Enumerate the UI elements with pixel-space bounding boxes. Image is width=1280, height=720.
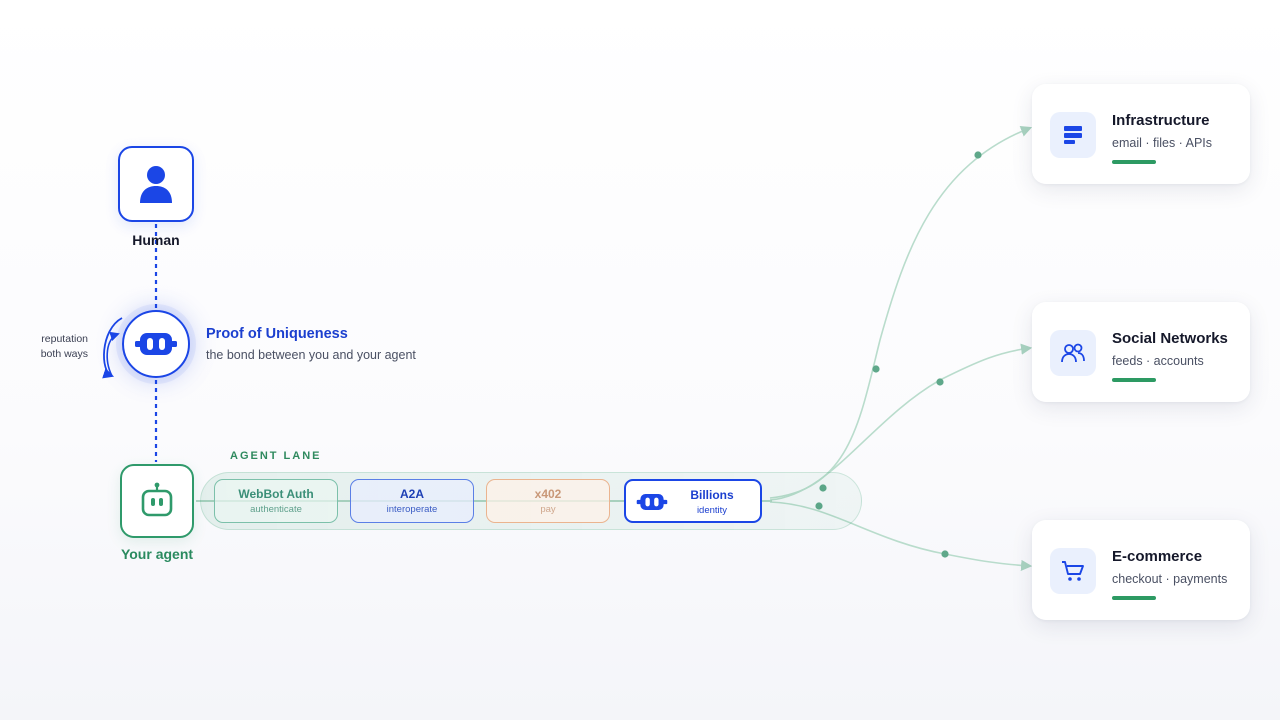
- reputation-loop: [102, 317, 123, 379]
- destination-card-infrastructure[interactable]: Infrastructure email · files · APIs: [1032, 84, 1250, 184]
- flow-dot: [815, 502, 823, 510]
- destination-status-bar: [1112, 596, 1156, 600]
- proof-title: Proof of Uniqueness: [206, 326, 348, 342]
- destination-title: Infrastructure: [1112, 112, 1210, 129]
- destination-subtitle: email · files · APIs: [1112, 136, 1213, 150]
- destination-status-bar: [1112, 378, 1156, 382]
- robot-icon: [141, 482, 173, 517]
- lane-step-label: Billions: [690, 488, 734, 502]
- destination-subtitle: feeds · accounts: [1112, 354, 1204, 368]
- branch-ecommerce: [769, 501, 1033, 571]
- proof-of-uniqueness-node: [122, 310, 190, 378]
- agent-label: Your agent: [120, 546, 194, 562]
- flow-dot: [941, 550, 949, 558]
- lane-step-sub: authenticate: [250, 504, 302, 515]
- lane-step-webbot-auth[interactable]: WebBot Auth authenticate: [214, 479, 338, 523]
- person-icon: [140, 166, 172, 203]
- lane-step-a2a[interactable]: A2A interoperate: [350, 479, 474, 523]
- reputation-line-1: reputation: [41, 333, 88, 345]
- destination-status-bar: [1112, 160, 1156, 164]
- lane-step-sub: identity: [696, 505, 728, 516]
- human-node: [118, 146, 194, 222]
- lane-step-label: WebBot Auth: [238, 487, 314, 501]
- flow-dot: [819, 484, 827, 492]
- lane-step-sub: pay: [540, 504, 556, 515]
- agent-node: [120, 464, 194, 538]
- proof-subtitle: the bond between you and your agent: [206, 348, 416, 362]
- destination-card-social-networks[interactable]: Social Networks feeds · accounts: [1032, 302, 1250, 402]
- lane-step-x402[interactable]: x402 pay: [486, 479, 610, 523]
- branch-social: [769, 343, 1033, 501]
- destination-title: Social Networks: [1112, 330, 1228, 347]
- billions-eyes-icon: [636, 494, 668, 510]
- server-icon: [1050, 112, 1096, 158]
- flow-dot: [872, 365, 880, 373]
- lane-step-label: x402: [534, 487, 562, 501]
- billions-eyes-icon: [135, 333, 177, 355]
- cart-icon: [1050, 548, 1096, 594]
- destination-title: E-commerce: [1112, 548, 1203, 565]
- lane-step-sub: interoperate: [386, 504, 438, 515]
- users-icon: [1050, 330, 1096, 376]
- human-label: Human: [132, 232, 180, 248]
- lane-step-billions[interactable]: Billions identity: [624, 479, 762, 523]
- flow-dot: [936, 378, 944, 386]
- flow-dot: [974, 151, 982, 159]
- reputation-note: reputation both ways: [20, 332, 88, 362]
- destination-card-ecommerce[interactable]: E-commerce checkout · payments: [1032, 520, 1250, 620]
- destination-subtitle: checkout · payments: [1112, 572, 1228, 586]
- lane-step-label: A2A: [399, 487, 424, 501]
- reputation-line-2: both ways: [40, 348, 88, 360]
- branch-infrastructure: [769, 126, 1033, 499]
- agent-lane-title: AGENT LANE: [230, 450, 322, 462]
